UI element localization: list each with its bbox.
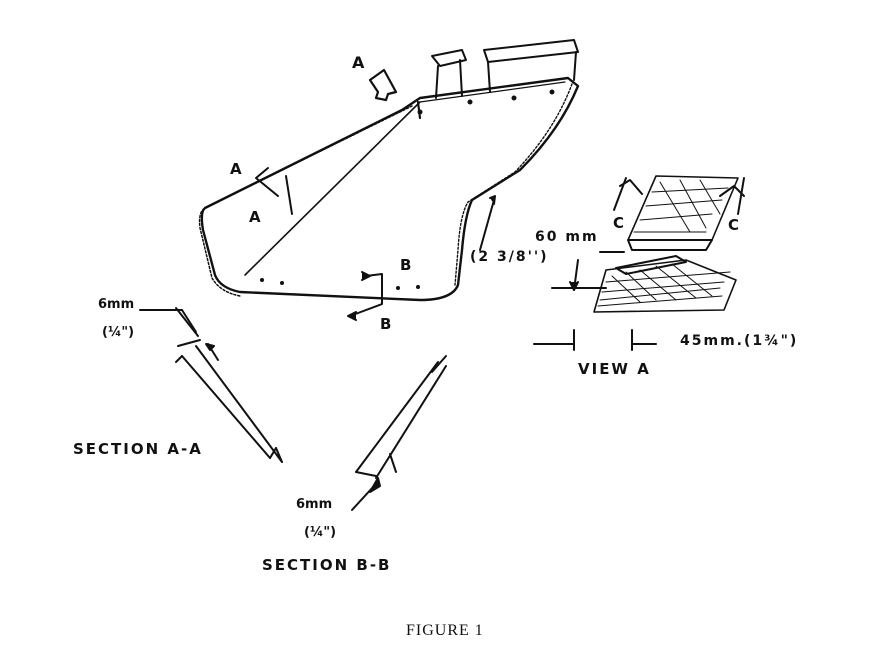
dim-6mm-a-label: 6mm [98, 297, 135, 312]
section-bb-title: SECTION B-B [262, 556, 392, 574]
dim-60-in-label: (2 3/8'') [470, 249, 549, 265]
section-a-marker [255, 167, 293, 215]
dim-60-mm-label: 60 mm [535, 229, 599, 245]
section-a-lower-label: A [249, 208, 261, 226]
view-a-detail [533, 175, 745, 351]
section-aa-drawing [175, 307, 283, 463]
view-a-title: VIEW A [578, 360, 651, 378]
panel-holes [260, 89, 555, 290]
section-bb-drawing [351, 355, 447, 511]
dim-6mm-a-leader [139, 309, 197, 333]
dim-60-leader [479, 195, 496, 251]
view-arrow-label: A [352, 53, 365, 72]
panel-outline [198, 76, 580, 302]
section-b-lower-label: B [380, 315, 392, 333]
top-flaps [431, 39, 579, 99]
section-b-marker [347, 271, 383, 321]
section-a-upper-label: A [230, 160, 242, 178]
dim-6mm-a-in-label: (¼") [102, 325, 135, 340]
section-aa-title: SECTION A-A [73, 440, 203, 458]
dim-45-label: 45mm.(1¾") [680, 333, 799, 349]
figure-caption: FIGURE 1 [406, 622, 484, 639]
c-right-label: C [728, 216, 740, 234]
dim-6mm-b-label: 6mm [296, 497, 333, 512]
section-b-upper-label: B [400, 256, 412, 274]
dim-6mm-b-in-label: (¼") [304, 525, 337, 540]
c-left-label: C [613, 214, 625, 232]
view-arrow-a [368, 68, 398, 102]
